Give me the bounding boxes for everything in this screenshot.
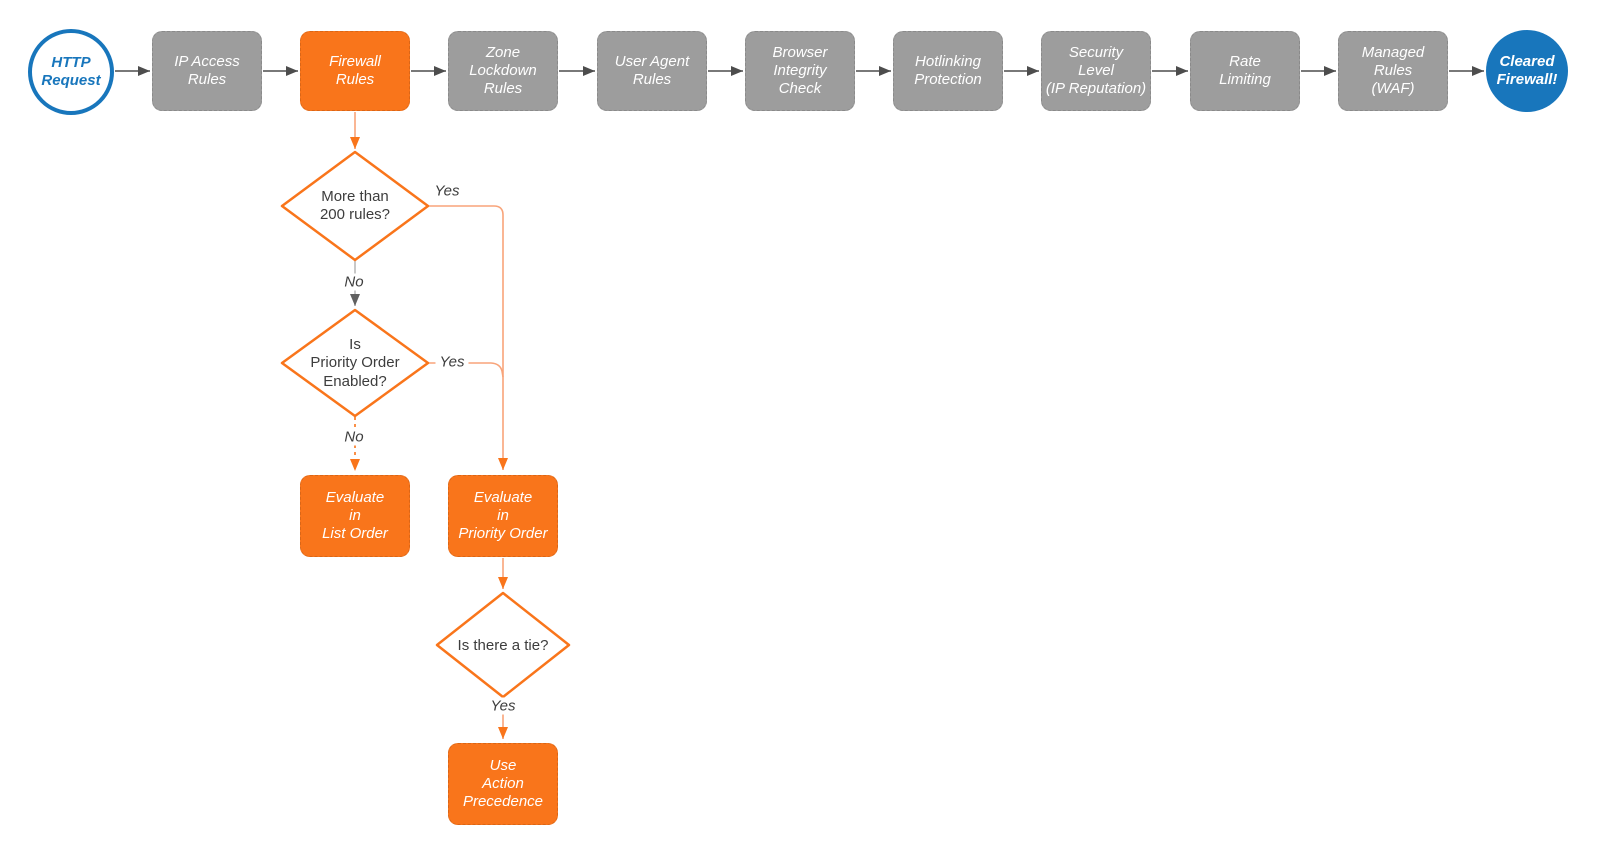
edge-label-no-decision2: No bbox=[340, 428, 368, 446]
decision-is-there-a-tie-shape bbox=[435, 591, 571, 699]
node-use-action-precedence: Use Action Precedence bbox=[448, 743, 558, 825]
decision-more-than-200-rules-shape bbox=[280, 150, 430, 262]
edge-label-yes-decision1: Yes bbox=[430, 182, 464, 200]
node-firewall-rules: Firewall Rules bbox=[300, 31, 410, 111]
node-evaluate-list-order: Evaluate in List Order bbox=[300, 475, 410, 557]
arrow-yes-decision2-merge bbox=[428, 362, 504, 378]
node-browser-integrity-check: Browser Integrity Check bbox=[745, 31, 855, 111]
decision-more-than-200-rules-label: More than 200 rules? bbox=[319, 188, 391, 224]
node-hotlinking-protection: Hotlinking Protection bbox=[893, 31, 1003, 111]
node-security-level: Security Level (IP Reputation) bbox=[1041, 31, 1151, 111]
node-zone-lockdown-rules: Zone Lockdown Rules bbox=[448, 31, 558, 111]
decision-priority-order-enabled-label: Is Priority Order Enabled? bbox=[310, 336, 400, 390]
node-managed-rules-waf: Managed Rules (WAF) bbox=[1338, 31, 1448, 111]
arrow-yes-decision1-to-priority-order bbox=[428, 205, 508, 470]
edge-label-yes-decision3: Yes bbox=[486, 697, 520, 715]
edge-label-no-decision1: No bbox=[340, 273, 368, 291]
edge-label-yes-decision2: Yes bbox=[435, 353, 469, 371]
node-rate-limiting: Rate Limiting bbox=[1190, 31, 1300, 111]
decision-priority-order-enabled-shape bbox=[280, 308, 430, 418]
decision-is-there-a-tie-label: Is there a tie? bbox=[457, 637, 549, 654]
node-http-request: HTTP Request bbox=[28, 29, 114, 115]
node-user-agent-rules: User Agent Rules bbox=[597, 31, 707, 111]
node-evaluate-priority-order: Evaluate in Priority Order bbox=[448, 475, 558, 557]
node-cleared-firewall: Cleared Firewall! bbox=[1486, 30, 1568, 112]
node-ip-access-rules: IP Access Rules bbox=[152, 31, 262, 111]
